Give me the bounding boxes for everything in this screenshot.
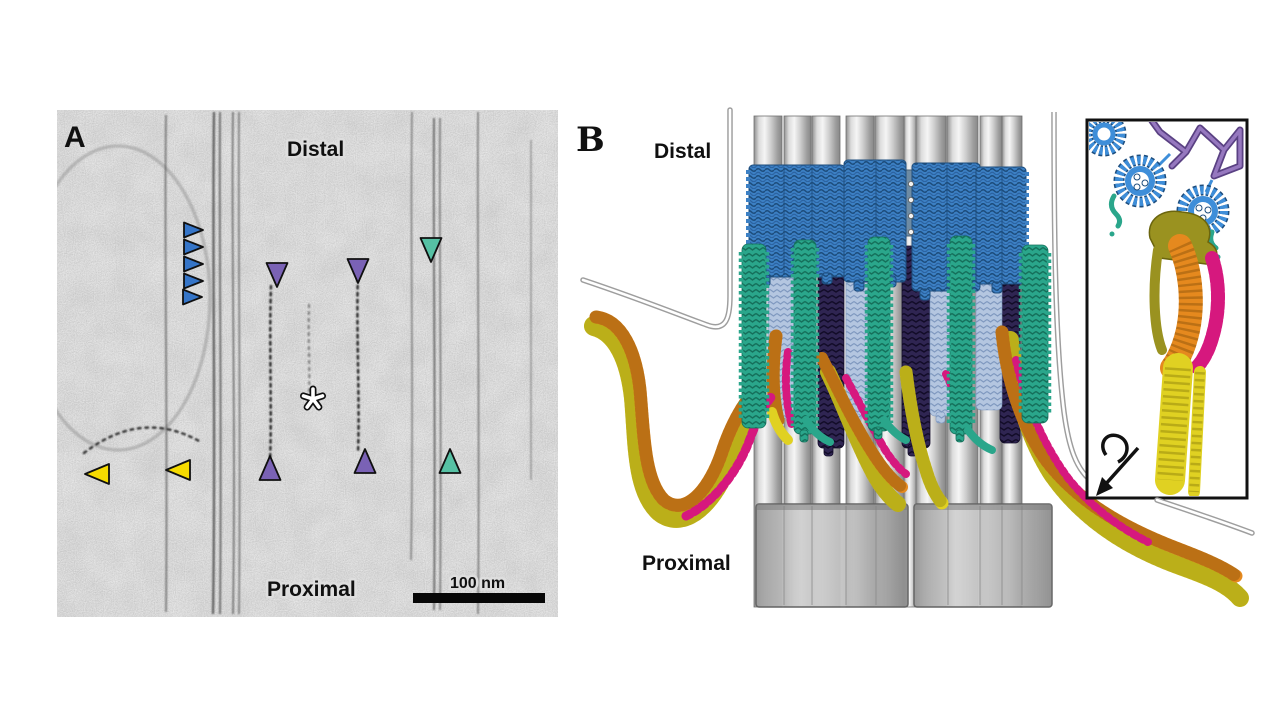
purple-arrowhead-up-2 [353, 448, 377, 474]
rotate-arrow-icon [1096, 433, 1140, 496]
yellow-arrowhead-1 [84, 463, 110, 485]
blue-arrowhead-3 [183, 255, 204, 273]
blue-arrowhead-1 [183, 221, 204, 239]
panel-a-markers [84, 221, 462, 485]
basal-collar [755, 503, 1053, 608]
teal-arcs [802, 416, 996, 454]
purple-arrowhead-up-1 [258, 455, 282, 481]
panel-b-proximal-label: Proximal [642, 552, 731, 575]
scale-bar-label: 100 nm [450, 575, 505, 592]
panel-a-proximal-label: Proximal [267, 578, 356, 601]
panel-b-label: B [576, 120, 605, 160]
membrane-lines [580, 107, 1091, 482]
panel-a-label: A [64, 121, 86, 154]
panel-b-distal-label: Distal [654, 140, 711, 163]
teal-arrowhead-up [438, 448, 462, 474]
teal-filaments [738, 235, 1052, 443]
tomogram-smudge [57, 110, 558, 617]
teal-arrowhead-down [419, 237, 443, 263]
appendage-arms [584, 310, 1249, 607]
panel-b-model: B Distal Proximal [576, 107, 1255, 608]
yellow-arrowhead-2 [165, 459, 191, 481]
panel-a-tomogram: 100 nm A Distal Proximal [57, 110, 558, 617]
inset-magenta-column [1189, 251, 1225, 375]
inset-box [1085, 118, 1249, 500]
tomogram-features [57, 111, 533, 615]
blue-arrowhead-2 [183, 238, 204, 256]
blue-arrowhead-4 [183, 272, 204, 290]
membrane-below-inset [1154, 497, 1255, 536]
purple-arrowhead-down-2 [346, 258, 370, 284]
blue-arrowhead-5 [182, 288, 203, 306]
purple-arrowhead-down-1 [265, 262, 289, 288]
asterisk-marker [301, 394, 315, 401]
gap-dots [908, 180, 915, 235]
scale-bar [413, 593, 545, 603]
panel-a-distal-label: Distal [287, 138, 344, 161]
inset-blue-rosettes [1089, 122, 1230, 238]
